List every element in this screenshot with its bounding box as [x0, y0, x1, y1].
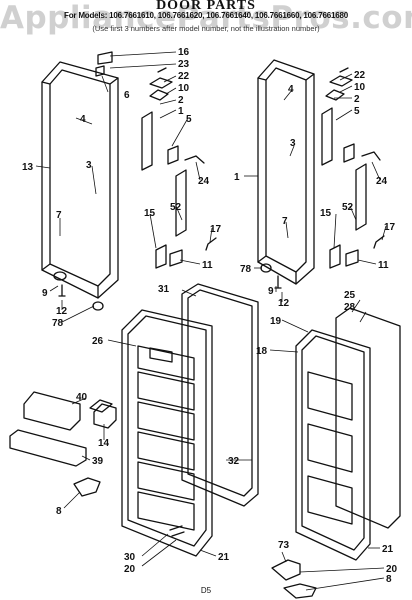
callout-15: 15	[144, 208, 156, 219]
callout-25: 25	[344, 290, 356, 301]
watermark: AppliancePartsPros.com	[0, 0, 412, 36]
callout-16: 16	[178, 47, 190, 58]
fresh-food-door-liner	[295, 329, 371, 561]
callout-1b: 1	[234, 172, 240, 183]
callout-3b: 3	[290, 138, 296, 149]
callout-20: 20	[124, 564, 136, 575]
callout-1: 1	[178, 106, 184, 117]
callout-10: 10	[178, 83, 190, 94]
screws-and-caps	[53, 67, 349, 311]
callout-39: 39	[92, 456, 104, 467]
callout-12: 12	[56, 306, 68, 317]
callout-78b: 78	[240, 264, 252, 275]
callout-11b: 11	[378, 260, 389, 271]
callout-14: 14	[98, 438, 110, 449]
callout-12b: 12	[278, 298, 290, 309]
callout-20b: 20	[386, 564, 398, 575]
callout-24: 24	[198, 176, 210, 187]
right-hinge-parts	[321, 75, 385, 269]
callout-52: 52	[170, 202, 182, 213]
callout-21b: 21	[382, 544, 394, 555]
models-line: For Models: 106.7661610, 106.7661620, 10…	[64, 11, 348, 20]
callout-18: 18	[256, 346, 268, 357]
callout-3: 3	[86, 160, 92, 171]
callout-9: 9	[42, 288, 48, 299]
note-line: (Use first 3 numbers after model number,…	[92, 24, 320, 33]
callout-7: 7	[56, 210, 62, 221]
callout-26: 26	[92, 336, 104, 347]
fresh-food-outer-door	[257, 59, 315, 285]
callout-31: 31	[158, 284, 170, 295]
diagram-title: DOOR PARTS	[156, 0, 256, 13]
callout-4b: 4	[288, 84, 294, 95]
callout-5b: 5	[354, 106, 360, 117]
callout-17: 17	[210, 224, 222, 235]
loose-parts	[9, 391, 317, 599]
callout-2: 2	[178, 95, 184, 106]
left-hinge-parts	[95, 51, 217, 269]
callout-22: 22	[178, 71, 190, 82]
callout-4: 4	[80, 114, 86, 125]
footer-code: D5	[200, 586, 212, 595]
callout-30: 30	[124, 552, 136, 563]
callout-22b: 22	[354, 70, 366, 81]
leader-lines	[35, 51, 387, 591]
callout-5: 5	[186, 114, 192, 125]
callout-73: 73	[278, 540, 290, 551]
callout-28: 28	[344, 302, 356, 313]
callout-17b: 17	[384, 222, 396, 233]
callout-8: 8	[56, 506, 62, 517]
callout-8b: 8	[386, 574, 392, 585]
callout-21: 21	[218, 552, 230, 563]
callout-32: 32	[228, 456, 240, 467]
callout-7b: 7	[282, 216, 288, 227]
callout-78: 78	[52, 318, 64, 329]
callout-10b: 10	[354, 82, 366, 93]
callout-numbers: 16 23 6 22 10 2 1 4 5 13 3 24 52 15 17 7…	[22, 47, 398, 585]
callout-24b: 24	[376, 176, 388, 187]
callout-52b: 52	[342, 202, 354, 213]
freezer-door-gasket	[181, 283, 259, 507]
callout-11: 11	[202, 260, 213, 271]
callout-15b: 15	[320, 208, 332, 219]
freezer-outer-door	[41, 61, 119, 299]
callout-9b: 9	[268, 286, 274, 297]
callout-23: 23	[178, 59, 190, 70]
callout-2b: 2	[354, 94, 360, 105]
fresh-food-door-gasket	[335, 307, 401, 529]
callout-19: 19	[270, 316, 282, 327]
callout-13: 13	[22, 162, 34, 173]
freezer-door-liner	[121, 309, 213, 557]
callout-40: 40	[76, 392, 88, 403]
callout-6: 6	[124, 90, 130, 101]
